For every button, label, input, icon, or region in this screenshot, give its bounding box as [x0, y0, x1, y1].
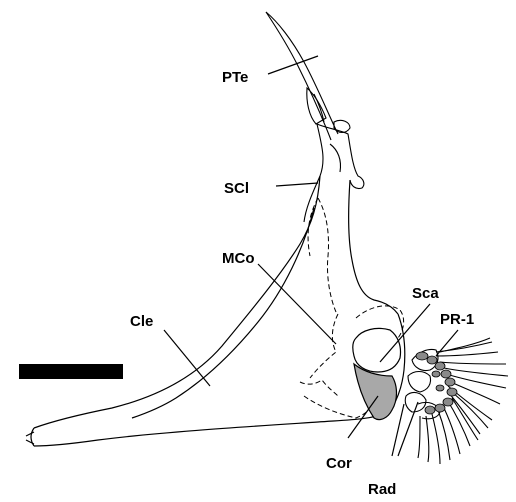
scale-bar [19, 364, 123, 379]
radial-ossifications [416, 352, 457, 414]
label-rad: Rad [368, 481, 396, 498]
label-scl: SCl [224, 180, 249, 197]
label-mco: MCo [222, 250, 255, 267]
posttemporal-bone [266, 12, 338, 140]
label-cle: Cle [130, 313, 153, 330]
label-pr1: PR-1 [440, 311, 474, 328]
cleithrum-bone [26, 176, 405, 446]
label-pte: PTe [222, 69, 248, 86]
supracleithrum-bone [304, 120, 364, 222]
label-sca: Sca [412, 285, 439, 302]
label-cor: Cor [326, 455, 352, 472]
scapula-bone [353, 328, 401, 372]
